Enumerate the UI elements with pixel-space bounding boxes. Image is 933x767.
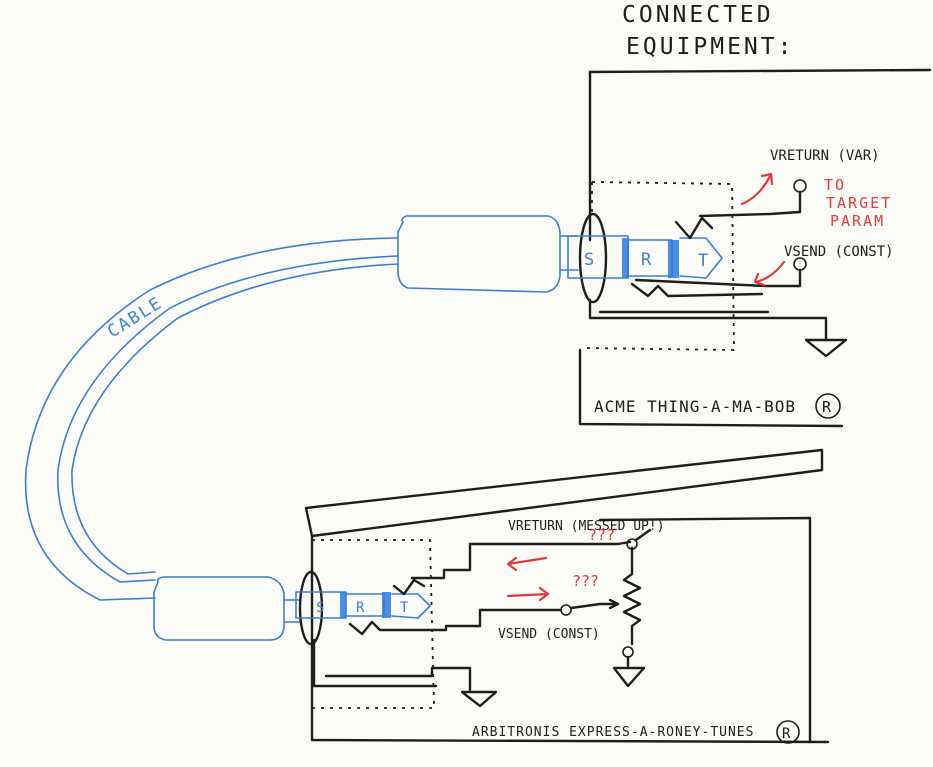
bottom-plug-band-2 [382,592,391,618]
top-ground-icon [804,338,848,358]
cable-strand-inner-1 [57,255,399,583]
top-vsend-terminal [793,257,807,271]
top-connector-nose [559,235,579,271]
top-target-note-2: TARGET [826,194,892,212]
bottom-connector-nose [283,599,301,623]
bottom-plug-label-ring: R [356,600,365,616]
top-vsend-label: VSEND (CONST) [784,244,894,260]
top-tip-contact [674,190,802,240]
bottom-device-enclosure-right [598,516,812,744]
bottom-potentiometer [622,546,642,646]
bottom-registered-mark: R [782,726,791,742]
top-plug-tip [679,237,723,279]
cable-strand-inner-2 [71,263,399,575]
top-ring-wire [634,268,802,288]
top-plug-label-sleeve: S [584,250,594,270]
top-send-arrow [753,260,786,287]
top-target-note-1: TO [824,176,846,194]
bottom-tip-wire [392,540,632,596]
heading-line-2: EQUIPMENT: [626,34,794,60]
bottom-send-arrow [506,586,550,602]
bottom-device: S R T VRETURN (MESSED UP!) VSEND (CONST)… [295,448,830,744]
bottom-device-name: ARBITRONIS EXPRESS-A-RONEY-TUNES [472,725,754,740]
bottom-ring-wire [348,608,562,636]
bottom-plug-tip [391,593,431,619]
top-plug-band-2 [668,240,679,278]
top-device-bottom-edge [578,348,844,428]
top-registered-mark-circle [815,393,841,419]
top-vreturn-terminal [793,179,807,193]
bottom-question-2: ??? [572,572,599,590]
top-sleeve-wire [588,298,828,342]
top-device-top-edge [588,68,932,74]
top-plug-label-tip: T [698,251,708,271]
top-device-name: ACME THING-A-MA-BOB [594,397,796,416]
top-plug-sleeve [567,235,629,279]
bottom-question-1: ??? [588,526,615,544]
bottom-sleeve-ring [298,570,324,646]
bottom-jack-outline [310,539,435,709]
top-plug-band-1 [622,238,629,278]
bottom-registered-mark-circle [776,720,800,744]
top-device: S R T VRETURN (VAR) VSEND (CONST) ACME T… [567,68,932,428]
top-return-arrow [740,172,774,206]
heading: CONNECTED EQUIPMENT: [622,2,794,60]
top-connector-body [397,215,561,293]
top-sleeve-ring [578,212,608,304]
bottom-vsend-terminal [560,604,572,616]
bottom-wiper-arrow [569,598,620,610]
bottom-plug-band-1 [340,592,346,618]
top-vreturn-label: VRETURN (VAR) [770,148,880,164]
bottom-plug-label-tip: T [400,600,409,616]
bottom-device-enclosure-left [310,534,830,744]
bottom-device-top-slab [304,448,824,538]
top-registered-mark: R [822,398,832,416]
top-target-note-3: PARAM [830,212,885,230]
bottom-vreturn-label: VRETURN (MESSED UP!) [508,519,665,534]
bottom-vsend-label: VSEND (CONST) [498,627,600,642]
bottom-plug-ring [345,593,385,617]
top-plug-label-ring: R [641,250,652,270]
bottom-plug-label-sleeve: S [316,600,324,616]
heading-line-1: CONNECTED [622,2,774,28]
bottom-sleeve-wire [312,638,438,688]
cable: CABLE [24,215,579,641]
bottom-connector-body [153,576,285,641]
top-ring-contact [630,282,764,298]
bottom-pot-ground-icon [612,666,646,688]
bottom-ground-icon [460,690,498,708]
cable-strand-outer [24,237,399,601]
bottom-return-arrow [506,556,548,572]
